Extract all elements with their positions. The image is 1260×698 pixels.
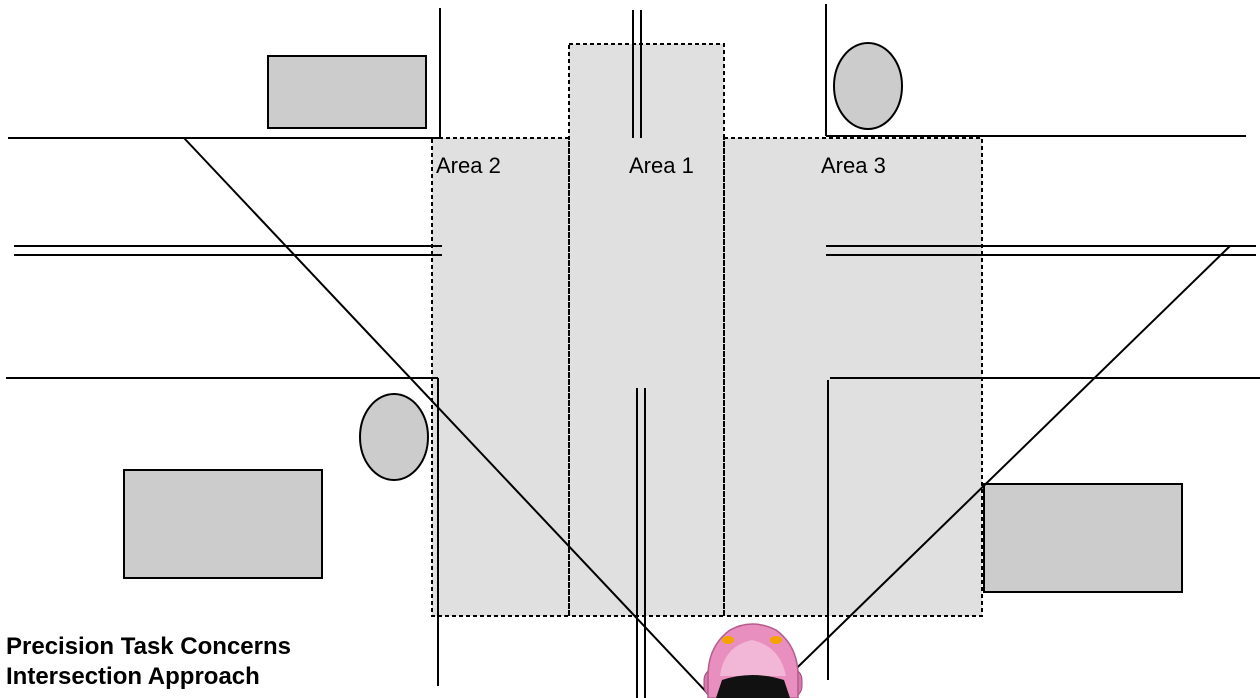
diagram-caption: Precision Task Concerns Intersection App… bbox=[6, 632, 291, 692]
tree-bottom-left bbox=[359, 393, 429, 481]
area-1-outline bbox=[568, 43, 725, 617]
area-2-region bbox=[432, 138, 569, 616]
area-shading bbox=[432, 44, 982, 616]
caption-line-1: Precision Task Concerns bbox=[6, 633, 291, 660]
building-bottom-left bbox=[123, 469, 323, 579]
caption-line-2: Intersection Approach bbox=[6, 663, 260, 690]
roadside-objects bbox=[123, 42, 1183, 593]
area-1-label: Area 1 bbox=[629, 153, 694, 178]
field-of-view bbox=[183, 137, 1231, 698]
building-bottom-right bbox=[983, 483, 1183, 593]
field-of-view-left bbox=[183, 137, 713, 698]
tree-top-right bbox=[833, 42, 903, 130]
field-of-view-right bbox=[765, 245, 1231, 698]
road-edges bbox=[6, 4, 1260, 686]
area-3-label: Area 3 bbox=[821, 153, 886, 178]
center-lines bbox=[14, 10, 1256, 698]
building-top-left bbox=[267, 55, 427, 129]
vehicle-icon bbox=[703, 623, 803, 698]
area-2-label: Area 2 bbox=[436, 153, 501, 178]
area-1-region bbox=[569, 44, 724, 616]
